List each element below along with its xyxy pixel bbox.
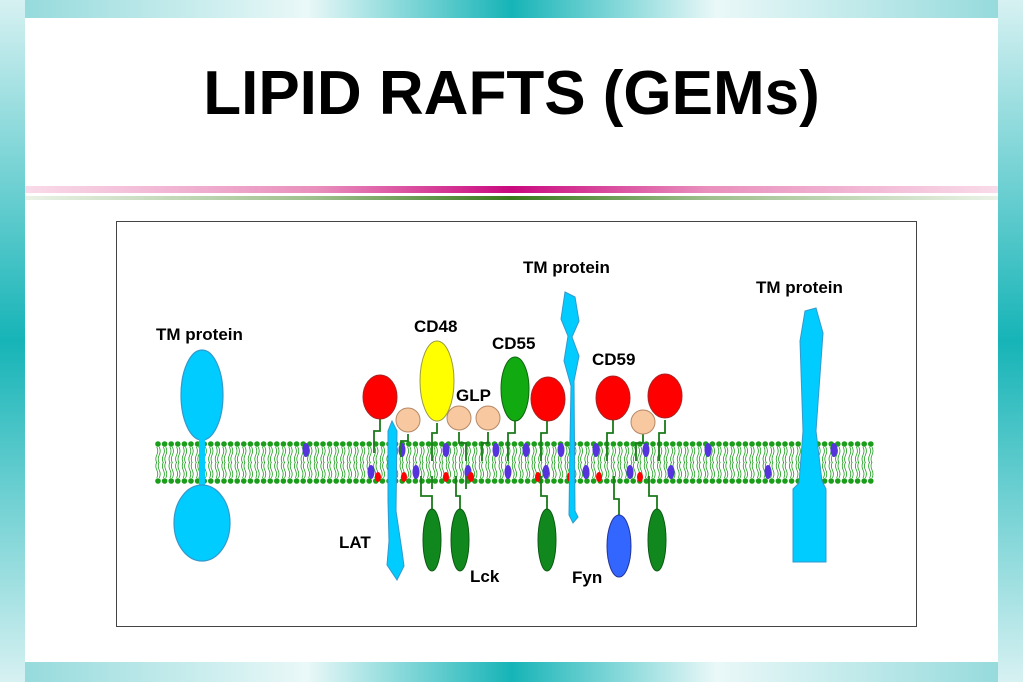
label-fyn: Fyn (572, 568, 602, 587)
label-tm-protein-left: TM protein (156, 325, 243, 344)
label-lck: Lck (470, 567, 500, 586)
tm-protein-right (792, 307, 827, 563)
right-border (998, 0, 1023, 682)
top-border (0, 0, 1023, 18)
label-cd59: CD59 (592, 350, 635, 369)
label-tm-protein-right: TM protein (756, 278, 843, 297)
gpi-proteins-red (362, 373, 683, 422)
title-rule-pink (25, 186, 998, 193)
cd55-protein (500, 356, 530, 422)
lck-kinases (422, 508, 667, 572)
label-tm-protein-center: TM protein (523, 258, 610, 277)
kinase-anchors (420, 476, 658, 515)
tm-protein-center (560, 291, 580, 524)
tm-protein-left (173, 349, 231, 562)
gpi-anchors (373, 412, 666, 461)
bottom-border (0, 662, 1023, 682)
label-glp: GLP (456, 386, 491, 405)
left-border (0, 0, 25, 682)
lat-protein (386, 419, 405, 581)
lipid-raft-diagram: TM protein TM protein TM protein CD48 CD… (155, 258, 874, 587)
slide-title: LIPID RAFTS (GEMs) (203, 59, 820, 128)
raft-lipids (302, 443, 838, 482)
diagram-frame (116, 221, 917, 627)
fyn-kinase (606, 514, 632, 578)
cd48-protein (419, 340, 455, 422)
glp-proteins (395, 405, 656, 435)
label-lat: LAT (339, 533, 371, 552)
label-cd48: CD48 (414, 317, 457, 336)
label-cd55: CD55 (492, 334, 535, 353)
title-rule-green (25, 196, 998, 200)
